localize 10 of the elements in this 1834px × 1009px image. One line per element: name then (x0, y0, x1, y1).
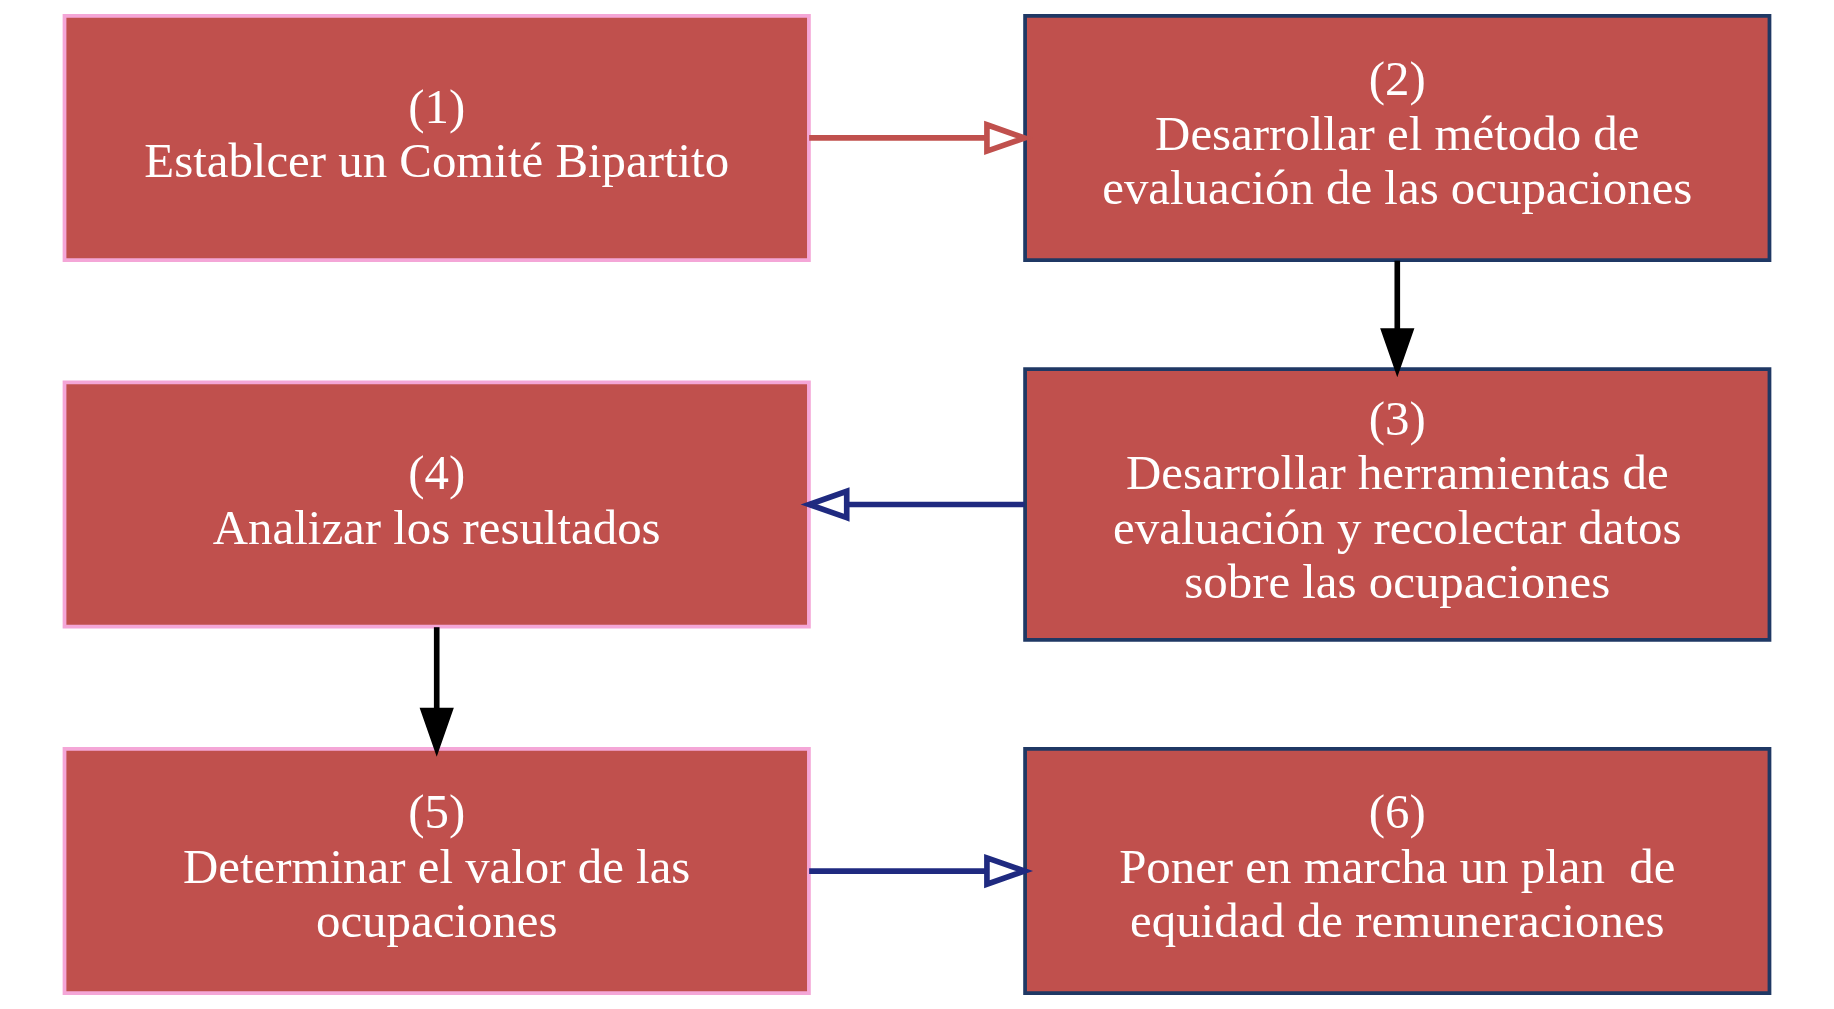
node-box: (2) Desarrollar el método de evaluación de las ocupaciones (1023, 13, 1772, 262)
arrow (800, 487, 1025, 522)
node-box: (1) Establcer un Comité Bipartito (62, 13, 811, 262)
arrow (1380, 260, 1415, 378)
node-box: (6) Poner en marcha un plan de equidad de remuneraciones (1023, 747, 1772, 996)
arrow (419, 627, 454, 757)
arrow (809, 853, 1034, 889)
node-box: (4) Analizar los resultados (62, 380, 811, 629)
node-box: (3) Desarrollar herramientas de evaluación y recolectar datos sobre las ocupaciones (1023, 367, 1772, 642)
node-box: (5) Determinar el valor de las ocupaciones (62, 747, 811, 996)
